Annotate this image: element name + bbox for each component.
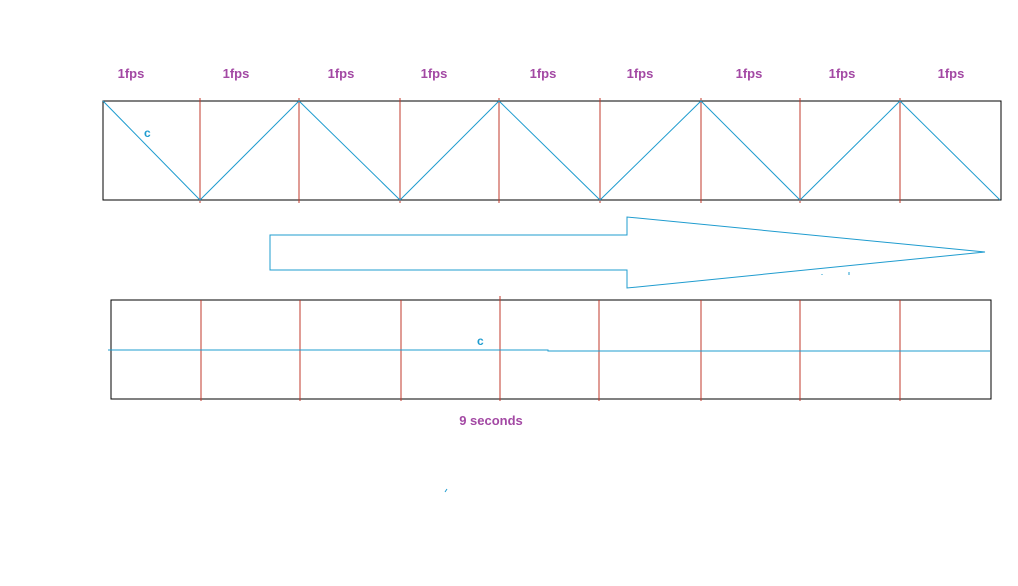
fps-label-4: 1fps	[421, 66, 448, 81]
stray-mark	[444, 488, 448, 493]
bottom-flat-curve	[108, 349, 990, 352]
fps-label-6: 1fps	[627, 66, 654, 81]
top-strip-dividers	[199, 98, 901, 203]
right-arrow	[269, 216, 986, 289]
stray-marks	[444, 272, 850, 493]
fps-label-3: 1fps	[328, 66, 355, 81]
bottom-strip-dividers	[200, 296, 901, 401]
top-curve-label: c	[144, 126, 151, 140]
top-fps-labels: 1fps 1fps 1fps 1fps 1fps 1fps 1fps 1fps …	[118, 66, 965, 81]
fps-label-9: 1fps	[938, 66, 965, 81]
fps-label-8: 1fps	[829, 66, 856, 81]
bottom-curve-label: c	[477, 334, 484, 348]
fps-label-2: 1fps	[223, 66, 250, 81]
top-strip-frame	[102, 100, 1002, 201]
fps-label-5: 1fps	[530, 66, 557, 81]
top-zigzag-curve	[102, 100, 1001, 201]
duration-label: 9 seconds	[459, 413, 523, 428]
fps-label-1: 1fps	[118, 66, 145, 81]
fps-label-7: 1fps	[736, 66, 763, 81]
